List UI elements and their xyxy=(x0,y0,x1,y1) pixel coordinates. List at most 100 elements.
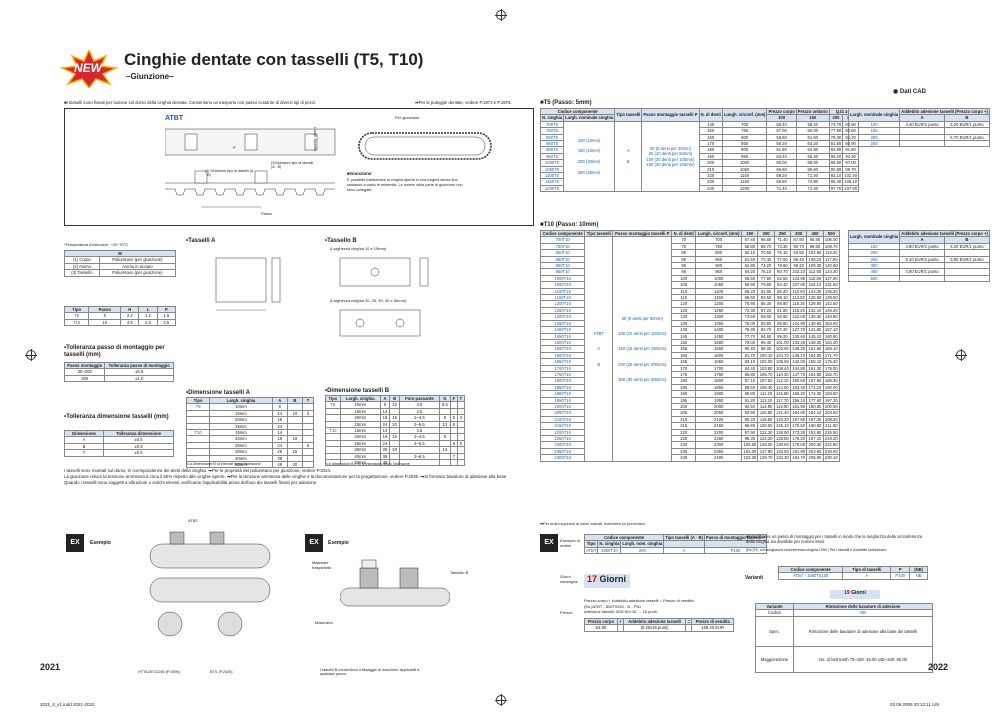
prezzo-table: Prezzo corpo+Addebito adesione tasselli=… xyxy=(584,617,734,632)
lungh-tassello-label: Lungh. tassello xyxy=(313,127,317,152)
varianti-label: Varianti xyxy=(745,575,764,581)
page-title: Cinghie dentate con tasselli (T5, T10) xyxy=(124,50,424,69)
per-giunzione-label: Per giunzione xyxy=(395,115,420,120)
tassello-b-label: Tassello B xyxy=(450,570,469,575)
page-number-right: 2022 xyxy=(928,662,949,672)
spessore-note: (2)Spessore tipo di tasselli (A · B) xyxy=(271,161,314,169)
cad-icon: ◉ xyxy=(893,89,900,95)
material-cell: (3) Tassello xyxy=(64,269,100,277)
endless-belt-drawing xyxy=(358,132,492,160)
material-cell: Anima in acciaio xyxy=(98,262,177,271)
giunzione-title: ■Giunzione xyxy=(347,171,372,176)
example-label: Esempio xyxy=(90,540,111,546)
page-subtitle: –Giunzione– xyxy=(126,72,174,81)
example-htta: HTTA25T10250 (P.1996) xyxy=(138,670,180,674)
tassello-b-drawing-small xyxy=(339,257,429,287)
registration-mark-bottom xyxy=(495,694,507,706)
t5-title: ■T5 (Passo: 5mm) xyxy=(540,100,592,106)
giorni-label: Giorni consegna xyxy=(560,574,578,584)
t10-note: ➡Per ordini superiori ai valori indicati… xyxy=(540,522,646,526)
note-line: Quando i tasselli sono soggetti a vibraz… xyxy=(64,480,318,486)
page-number-left: 2021 xyxy=(40,662,61,672)
example-jig-drawing xyxy=(340,559,450,607)
temperature-note: *Temperatura d'esercizio: −20~70°C xyxy=(64,242,129,247)
belt-drawing-panel: ATBT P (1) Selezione tipo di tasselli (A… xyxy=(64,108,534,226)
atbt-label: ATBT xyxy=(165,115,184,122)
tasselli-a-title: •Tasselli A xyxy=(186,238,216,244)
example-badge: EX xyxy=(66,534,84,552)
bottom-notes: I tasselli sono montati sul dorso, in co… xyxy=(64,468,534,487)
registration-mark-left xyxy=(25,349,37,361)
material-header: M xyxy=(64,249,176,258)
footer-date: 03.06.2009 20:12:11 Uhr xyxy=(890,702,940,707)
pulley-reference-link[interactable]: ➡Per le puleggie dentate, vedere P.1973 … xyxy=(415,100,512,105)
tassello-b-sub2: (Larghezza cinghia 20, 25, 30, 40 e 50mm… xyxy=(330,298,407,303)
example-badge-2: EX xyxy=(305,534,323,552)
new-badge-text: NEW xyxy=(74,61,102,75)
prezzo-explain: Prezzo corpo + Addebito adesione tassell… xyxy=(584,598,694,614)
registration-mark-top xyxy=(495,9,507,21)
example-text: I tasselli B consentono il fissaggio di … xyxy=(320,668,420,676)
dim-a-note: *La dimensione B si intende dopo l'adesi… xyxy=(186,462,261,466)
tol-dim-title: •Tolleranza dimensione tasselli (mm) xyxy=(64,414,169,420)
intro-note: ■I tasselli sono fissati per fusione sul… xyxy=(64,100,317,105)
new-badge: NEW xyxy=(58,48,120,90)
material-cell: Poliuretano (per giunzione) xyxy=(98,256,177,264)
varianti-giorni: 19 Giorni xyxy=(830,590,880,599)
t10-title: ■T10 (Passo: 10mm) xyxy=(540,222,599,228)
passo-label: Passo xyxy=(261,211,273,216)
materiale-label: Materiale trasportato xyxy=(312,560,332,570)
p-dimension-label: P xyxy=(233,145,236,150)
tassello-a-drawing xyxy=(215,257,281,311)
maschera-label: Maschera xyxy=(315,620,333,625)
giorni-value: 17 Giorni xyxy=(584,574,630,588)
order-badge: EX xyxy=(540,534,558,552)
dati-cad-link[interactable]: ◉ Dati CAD xyxy=(893,89,926,95)
dim-b-title: •Dimensione tasselli B xyxy=(325,388,390,394)
prezzo-label: Prezzo xyxy=(560,610,573,615)
tassello-b-title: •Tassello B xyxy=(325,238,357,244)
belt-technical-drawing xyxy=(165,128,336,208)
t10-passo-cell: 50 (5 denti per 50mm)100 (10 denti per 1… xyxy=(612,236,673,462)
material-cell: Poliuretano (per giunzione) xyxy=(98,269,177,277)
tol-passo-title: •Tolleranza passo di montaggio per tasse… xyxy=(64,345,165,358)
dim-a-title: •Dimensione tasselli A xyxy=(186,390,250,396)
